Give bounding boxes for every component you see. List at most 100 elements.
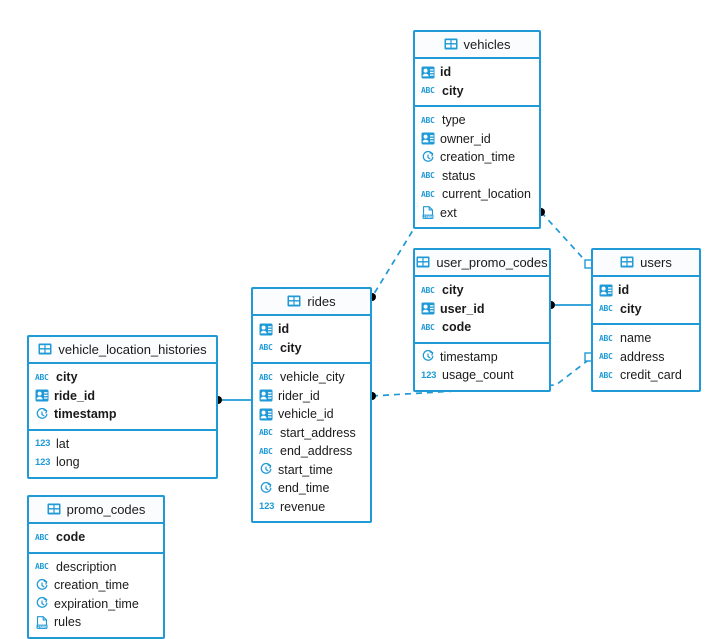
column-row[interactable]: expiration_time [29,595,163,614]
table-title: vehicles [463,37,511,52]
column-name: creation_time [440,150,516,164]
svg-text:JSON: JSON [37,624,47,629]
column-name: owner_id [440,131,491,146]
clock-icon [259,481,273,495]
primary-key-row[interactable]: ABC code [415,318,549,337]
primary-key-name: id [440,65,452,79]
clock-icon [35,407,49,421]
table-header-rides[interactable]: rides [253,289,370,316]
table-header-user_promo_codes[interactable]: user_promo_codes [415,250,549,277]
abc-icon: ABC [421,322,435,332]
table-grid-icon [620,256,634,269]
column-row[interactable]: creation_time [29,576,163,595]
primary-key-row[interactable]: id [593,281,699,300]
id-badge-icon [259,408,273,421]
123-number-icon: 123 [35,456,51,468]
clock-icon [35,597,49,610]
column-name: status [442,168,476,183]
json-document-icon: JSON [35,615,49,629]
table-grid-icon [47,503,61,516]
primary-key-row[interactable]: user_id [415,300,549,319]
column-name: start_time [278,462,333,477]
column-row[interactable]: owner_id [415,130,539,149]
primary-key-row[interactable]: ride_id [29,387,216,406]
primary-key-row[interactable]: id [415,63,539,82]
column-row[interactable]: ABC vehicle_city [253,368,370,387]
primary-key-name: code [56,530,86,544]
column-row[interactable]: vehicle_id [253,405,370,424]
column-row[interactable]: end_time [253,479,370,498]
table-grid-icon [416,256,430,269]
primary-key-row[interactable]: id [253,320,370,339]
table-title: users [640,255,672,270]
primary-key-name: city [56,370,78,384]
123-number-icon: 123 [421,369,437,381]
column-name: end_time [278,481,330,495]
column-name: ext [440,205,457,220]
column-row[interactable]: start_time [253,461,370,480]
abc-icon: ABC [599,333,613,343]
relationship-vlh-to-rides [214,396,251,404]
primary-key-name: city [620,301,642,316]
column-name: vehicle_id [278,407,334,421]
column-name: credit_card [620,368,682,382]
column-name: current_location [442,187,531,201]
primary-key-name: user_id [440,301,485,316]
table-grid-icon [287,295,301,308]
abc-icon: ABC [421,171,435,181]
primary-key-row[interactable]: timestamp [29,405,216,424]
table-header-users[interactable]: users [593,250,699,277]
column-row[interactable]: creation_time [415,148,539,167]
column-name: vehicle_city [280,370,345,384]
primary-key-row[interactable]: ABC city [593,300,699,319]
abc-icon: ABC [599,352,613,362]
column-row[interactable]: timestamp [415,348,549,367]
column-name: type [442,113,466,127]
column-name: usage_count [442,368,514,382]
table-header-vehicles[interactable]: vehicles [415,32,539,59]
abc-icon: ABC [35,562,49,572]
table-header-vehicle_location_histories[interactable]: vehicle_location_histories [29,337,216,364]
column-row[interactable]: rider_id [253,387,370,406]
column-row[interactable]: ABC status [415,167,539,186]
abc-icon: ABC [259,372,273,382]
abc-icon: ABC [599,304,613,314]
column-name: start_address [280,425,356,440]
relationship-upc-to-users [547,301,591,309]
table-header-promo_codes[interactable]: promo_codes [29,497,163,524]
column-name: rider_id [278,388,320,403]
id-badge-icon [35,389,49,402]
primary-key-name: timestamp [54,407,117,421]
column-row[interactable]: 123 usage_count [415,366,549,385]
primary-key-name: code [442,320,472,334]
